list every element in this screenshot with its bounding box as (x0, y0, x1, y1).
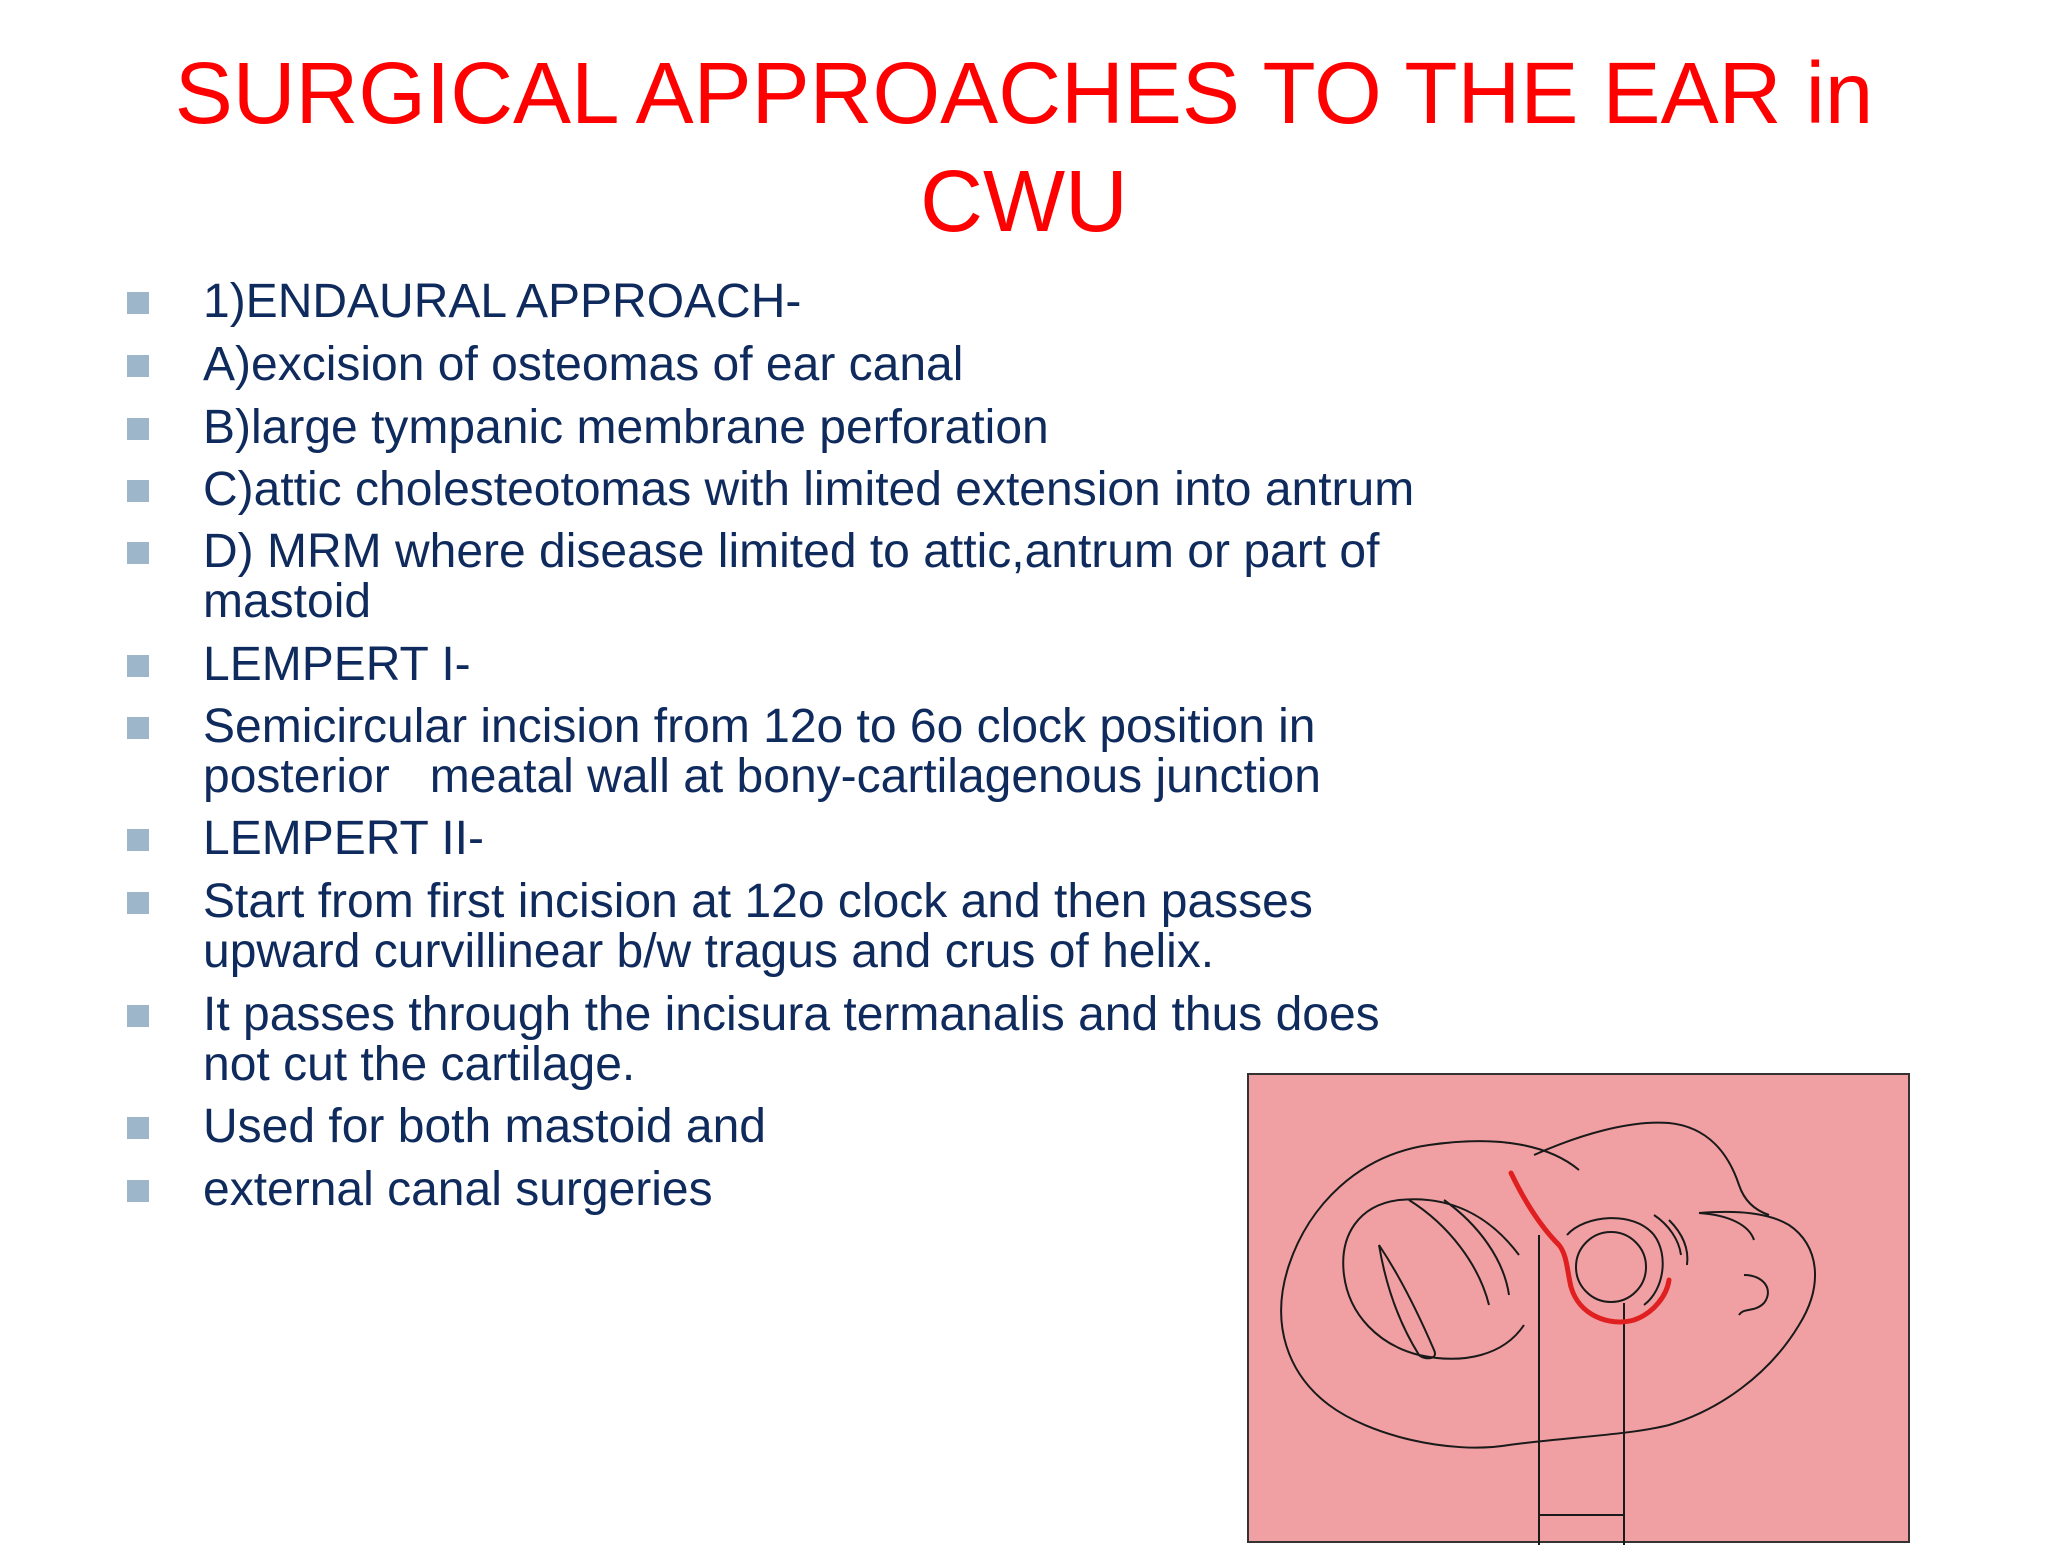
bullet-square-icon (127, 292, 149, 314)
bullet-square-icon (127, 418, 149, 440)
bullet-text: D) MRM where disease limited to attic,an… (203, 525, 1380, 628)
bullet-square-icon (127, 1005, 149, 1027)
ear-diagram-icon (1280, 1121, 1816, 1545)
bullet-square-icon (127, 829, 149, 851)
bullet-text: 1)ENDAURAL APPROACH- (203, 275, 802, 328)
bullet-text: B)large tympanic membrane perforation (203, 401, 1049, 454)
title-line-2: CWU (920, 153, 1128, 250)
bullet-text: It passes through the incisura termanali… (203, 988, 1380, 1091)
title-line-1: SURGICAL APPROACHES TO THE EAR in (174, 45, 1874, 142)
bullet-square-icon (127, 1117, 149, 1139)
inner-fold-1 (1378, 1244, 1420, 1356)
tragus (1653, 1214, 1682, 1256)
bullet-text: LEMPERT I- (203, 638, 471, 691)
bullet-text: Semicircular incision from 12o to 6o clo… (203, 700, 1321, 803)
antihelix-ridge (1533, 1121, 1770, 1216)
inner-fold-2 (1378, 1244, 1436, 1360)
lobule-curve (1698, 1212, 1755, 1241)
inner-fold-4 (1443, 1199, 1510, 1296)
bullet-square-icon (127, 655, 149, 677)
bullet-square-icon (127, 542, 149, 564)
canal-ring (1566, 1217, 1664, 1306)
incision-line (1508, 1170, 1672, 1325)
ear-diagram (1247, 1073, 1910, 1545)
antitragus (1738, 1274, 1769, 1316)
concha-outline (1342, 1198, 1525, 1360)
bullet-square-icon (127, 892, 149, 914)
bullet-text: external canal surgeries (203, 1163, 713, 1216)
bullet-square-icon (127, 355, 149, 377)
bullet-text: Start from first incision at 12o clock a… (203, 875, 1313, 978)
tragus-inner (1668, 1219, 1689, 1266)
bullet-text: C)attic cholesteotomas with limited exte… (203, 463, 1415, 516)
bullet-square-icon (127, 480, 149, 502)
bullet-text: LEMPERT II- (203, 812, 484, 865)
slide-title: SURGICAL APPROACHES TO THE EAR in CWU (0, 40, 2048, 256)
bullet-text: A)excision of osteomas of ear canal (203, 338, 964, 391)
inner-fold-3 (1408, 1199, 1490, 1306)
bullet-text: Used for both mastoid and (203, 1100, 766, 1153)
bullet-square-icon (127, 1180, 149, 1202)
bullet-square-icon (127, 717, 149, 739)
helix-outline (1280, 1140, 1816, 1449)
ear-canal (1575, 1231, 1647, 1303)
